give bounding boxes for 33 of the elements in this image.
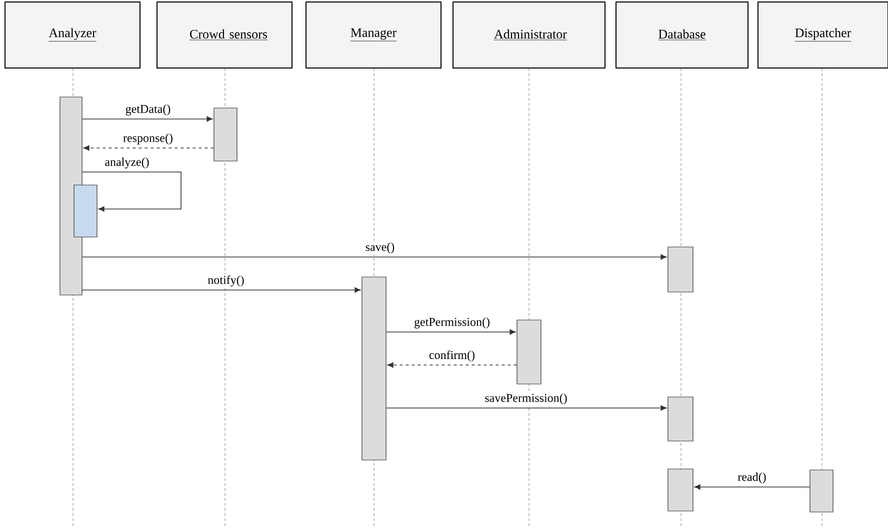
activation-bar bbox=[214, 108, 238, 162]
activation-bar bbox=[516, 320, 542, 384]
lifeline-header-box: Dispatcher bbox=[758, 2, 888, 68]
message-label: read() bbox=[736, 472, 768, 484]
message-arrow bbox=[82, 116, 213, 122]
message-arrow bbox=[386, 405, 667, 411]
lifeline-header-box: Database bbox=[616, 2, 748, 68]
message-label: getData() bbox=[124, 104, 172, 116]
message-arrow bbox=[83, 145, 214, 151]
message-label: savePermission() bbox=[484, 392, 568, 406]
activation-bar bbox=[74, 184, 98, 238]
message-label: notify() bbox=[206, 274, 246, 288]
activation-bar bbox=[668, 468, 694, 512]
message-label: getPermission() bbox=[413, 316, 491, 330]
message-label: analyze() bbox=[104, 156, 150, 170]
message-label: response() bbox=[122, 132, 174, 146]
lifeline-header-box: Manager bbox=[306, 2, 442, 68]
message-arrow bbox=[694, 484, 810, 490]
message-arrow bbox=[82, 172, 182, 212]
activation-bar bbox=[668, 396, 694, 442]
message-label: confirm() bbox=[428, 350, 476, 362]
lifeline-header-box: Crowd sensors bbox=[156, 2, 292, 68]
activation-bar bbox=[362, 276, 386, 460]
message-arrow bbox=[82, 254, 667, 260]
message-arrow bbox=[386, 329, 516, 335]
message-arrow bbox=[387, 362, 518, 368]
activation-bar bbox=[810, 470, 834, 512]
lifeline-header-box: Analyzer bbox=[4, 2, 140, 68]
activation-bar bbox=[668, 246, 694, 292]
message-label: save() bbox=[364, 242, 396, 254]
activation-bar bbox=[60, 96, 82, 296]
lifeline-header-box: Administrator bbox=[452, 2, 606, 68]
message-arrow bbox=[82, 287, 361, 293]
